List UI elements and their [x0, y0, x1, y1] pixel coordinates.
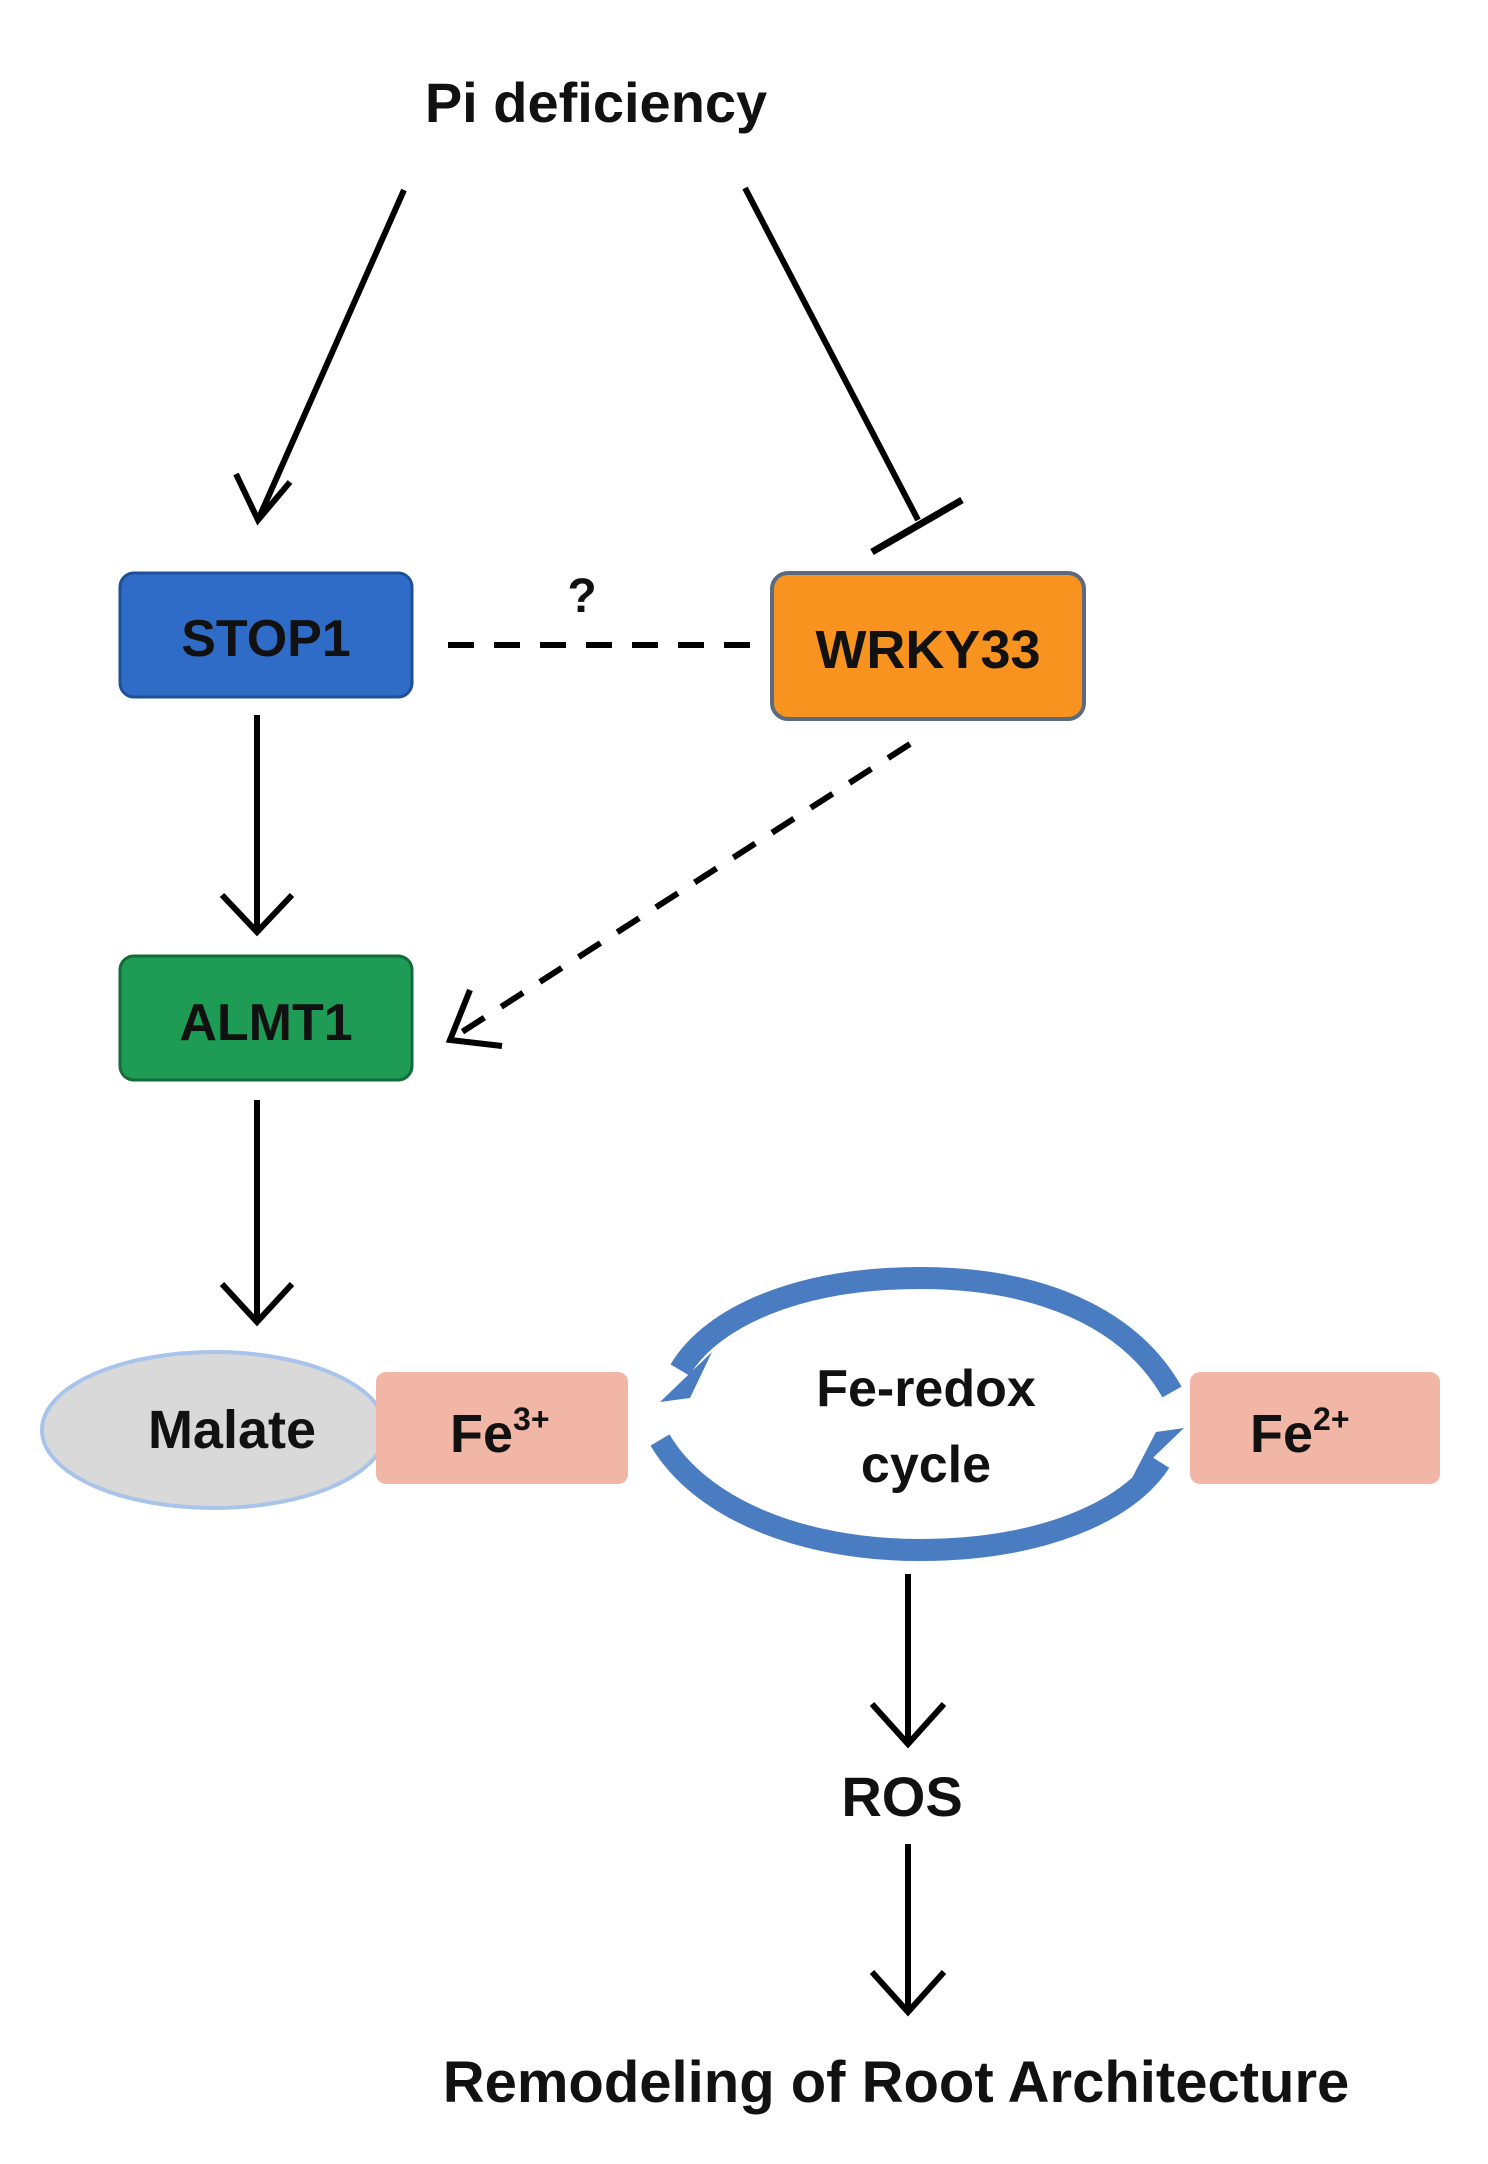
fe2-node: Fe2+	[1190, 1372, 1440, 1484]
ros-label: ROS	[841, 1765, 962, 1828]
malate-label: Malate	[148, 1400, 316, 1460]
dashed-arrow-wrky33-to-almt1	[445, 741, 912, 1049]
almt1-node: ALMT1	[118, 954, 414, 1082]
inhibition-pi-to-wrky33	[742, 186, 964, 556]
arrow-cycle-to-ros	[869, 1574, 947, 1749]
malate-node: Malate	[40, 1350, 388, 1510]
fe3-node: Fe3+	[376, 1372, 628, 1484]
outcome-label: Remodeling of Root Architecture	[443, 2050, 1350, 2115]
wrky33-label: WRKY33	[815, 620, 1040, 680]
almt1-label: ALMT1	[179, 994, 352, 1052]
arrow-ros-to-outcome	[869, 1844, 947, 2017]
stop1-label: STOP1	[181, 610, 351, 668]
arrow-pi-to-stop1	[233, 188, 407, 526]
cycle-label: cycle	[861, 1436, 991, 1494]
fe-redox-label: Fe-redox	[816, 1360, 1036, 1418]
wrky33-node: WRKY33	[770, 571, 1086, 721]
fe2-label: Fe2+	[1250, 1401, 1350, 1464]
stop1-node: STOP1	[118, 571, 414, 699]
arrow-almt1-to-malate	[219, 1100, 295, 1327]
arrow-stop1-to-almt1	[219, 715, 295, 937]
fe3-label: Fe3+	[450, 1401, 550, 1464]
question-mark: ?	[567, 570, 596, 623]
fe2-base: Fe	[1250, 1404, 1313, 1464]
pi-deficiency-label: Pi deficiency	[425, 71, 767, 134]
fe3-base: Fe	[450, 1404, 513, 1464]
fe3-charge: 3+	[513, 1401, 549, 1437]
fe2-charge: 2+	[1313, 1401, 1349, 1437]
fe-redox-cycle	[650, 1266, 1184, 1562]
